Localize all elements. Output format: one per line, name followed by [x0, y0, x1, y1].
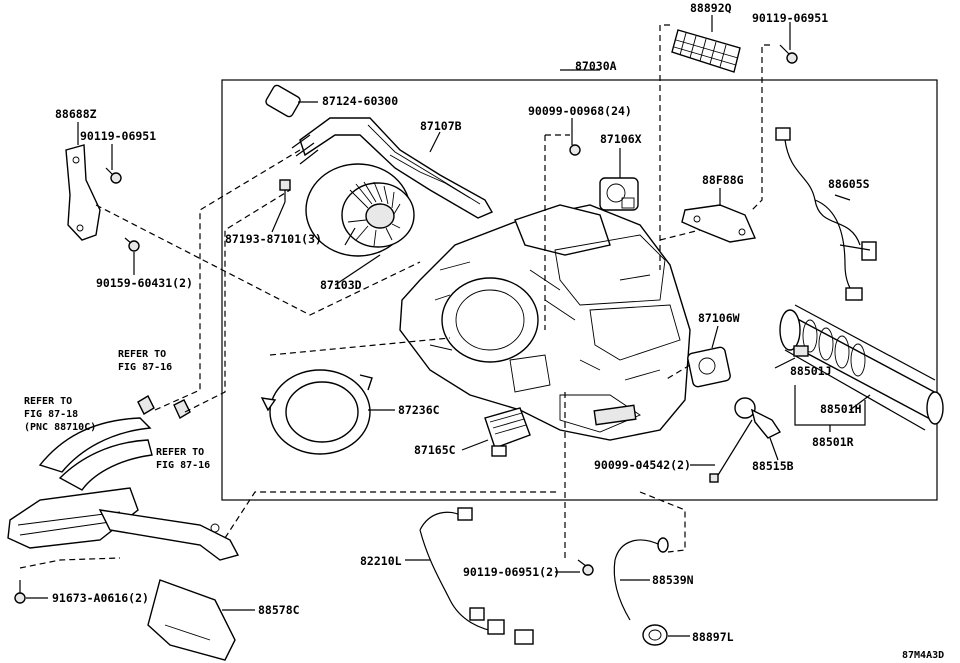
- label-87030A: 87030A: [575, 59, 617, 73]
- wire-harness-82210L[interactable]: [419, 507, 534, 645]
- label-90099-04542: 90099-04542(2): [594, 458, 691, 472]
- label-88F88G: 88F88G: [702, 173, 744, 187]
- leader-88605S: [834, 194, 851, 201]
- label-87124-60300: 87124-60300: [322, 94, 398, 108]
- leader-88501H: [849, 394, 871, 411]
- leader-88501J: [774, 357, 796, 369]
- leader-87193-87101: [271, 201, 286, 233]
- dashed-bottom-frame: [224, 491, 560, 539]
- bracket-88F88G[interactable]: [681, 204, 757, 243]
- dashed-88892Q: [659, 24, 670, 270]
- label-90119-06951-top: 90119-06951: [752, 11, 828, 25]
- servo-motor-87106W[interactable]: [687, 346, 731, 388]
- assembly-frame: [221, 79, 938, 501]
- dashed-90119-06951-top: [749, 44, 770, 213]
- bolt-90099-04542[interactable]: [709, 419, 753, 483]
- ref-fig-87-18-line3: (PNC 88710C): [24, 422, 96, 433]
- label-88605S: 88605S: [828, 177, 870, 191]
- screw-87193-87101[interactable]: [279, 179, 291, 202]
- duct-assembly-88710C[interactable]: [7, 395, 240, 561]
- dashed-88688Z: [95, 204, 421, 316]
- servo-motor-87106X[interactable]: [599, 177, 639, 211]
- label-88578C: 88578C: [258, 603, 300, 617]
- label-90119-06951-left: 90119-06951: [80, 129, 156, 143]
- label-88892Q: 88892Q: [690, 1, 732, 15]
- ref-fig-87-16-bottom-line2: FIG 87-16: [156, 460, 210, 471]
- label-88501J: 88501J: [790, 364, 832, 378]
- dashed-duct-lower: [184, 189, 291, 413]
- label-88515B: 88515B: [752, 459, 794, 473]
- air-filter-88892Q[interactable]: [671, 29, 741, 73]
- dashed-87236C: [269, 337, 451, 356]
- fan-shroud-87236C[interactable]: [260, 369, 373, 455]
- label-87103D: 87103D: [320, 278, 362, 292]
- diagram-code: 87M4A3D: [902, 650, 944, 661]
- label-87107B: 87107B: [420, 119, 462, 133]
- dashed-88F88G: [659, 229, 701, 241]
- label-91673-A0616: 91673-A0616(2): [52, 591, 149, 605]
- screw-90119-06951-top[interactable]: [779, 44, 798, 64]
- ref-fig-87-16-top-line1: REFER TO: [118, 349, 166, 360]
- blower-fan-87103D[interactable]: [305, 163, 415, 257]
- air-duct-87107B[interactable]: [265, 84, 494, 219]
- dashed-90099-00968: [544, 134, 570, 330]
- screw-90119-06951-left[interactable]: [105, 167, 122, 184]
- cover-88578C[interactable]: [147, 579, 236, 661]
- label-88897L: 88897L: [692, 630, 734, 644]
- evaporator-tubes-88501H[interactable]: [779, 304, 944, 431]
- bracket-88501R: [794, 385, 866, 432]
- clip-91673-A0616[interactable]: [14, 580, 26, 604]
- leader-87107B: [429, 131, 441, 153]
- label-87193-87101: 87193-87101(3): [225, 232, 322, 246]
- dashed-87106W: [664, 364, 691, 381]
- label-87106X: 87106X: [600, 132, 642, 146]
- drain-hose-88539N[interactable]: [613, 537, 669, 621]
- ref-fig-87-18-line1: REFER TO: [24, 396, 72, 407]
- label-88688Z: 88688Z: [55, 107, 97, 121]
- hvac-unit-housing[interactable]: [399, 204, 691, 441]
- label-90119-06951-bottom: 90119-06951(2): [463, 565, 560, 579]
- label-87165C: 87165C: [414, 443, 456, 457]
- label-88501R: 88501R: [812, 435, 854, 449]
- dashed-duct-upper: [154, 149, 301, 411]
- label-88501H: 88501H: [820, 402, 862, 416]
- label-87236C: 87236C: [398, 403, 440, 417]
- ref-fig-87-16-bottom-line1: REFER TO: [156, 447, 204, 458]
- dashed-88539N: [639, 491, 686, 553]
- leader-87103D: [334, 254, 381, 286]
- screw-90099-00968[interactable]: [569, 128, 581, 156]
- leader-88515B: [769, 437, 779, 461]
- label-88539N: 88539N: [652, 573, 694, 587]
- blower-resistor-87165C[interactable]: [484, 407, 531, 457]
- dashed-91673: [19, 557, 121, 569]
- ref-fig-87-18-line2: FIG 87-18: [24, 409, 78, 420]
- label-87106W: 87106W: [698, 311, 740, 325]
- label-82210L: 82210L: [360, 554, 402, 568]
- label-90099-00968: 90099-00968(24): [528, 104, 632, 118]
- label-90159-60431: 90159-60431(2): [96, 276, 193, 290]
- leader-87106W: [711, 325, 719, 349]
- grommet-88897L[interactable]: [642, 624, 668, 646]
- leader-87165C: [461, 439, 489, 451]
- sensor-88515B[interactable]: [734, 397, 782, 439]
- bracket-88688Z[interactable]: [65, 144, 101, 241]
- screw-90119-06951-bottom[interactable]: [577, 559, 594, 576]
- ref-fig-87-16-top-line2: FIG 87-16: [118, 362, 172, 373]
- screw-90159-60431[interactable]: [124, 237, 140, 252]
- wire-harness-88605S[interactable]: [775, 127, 877, 301]
